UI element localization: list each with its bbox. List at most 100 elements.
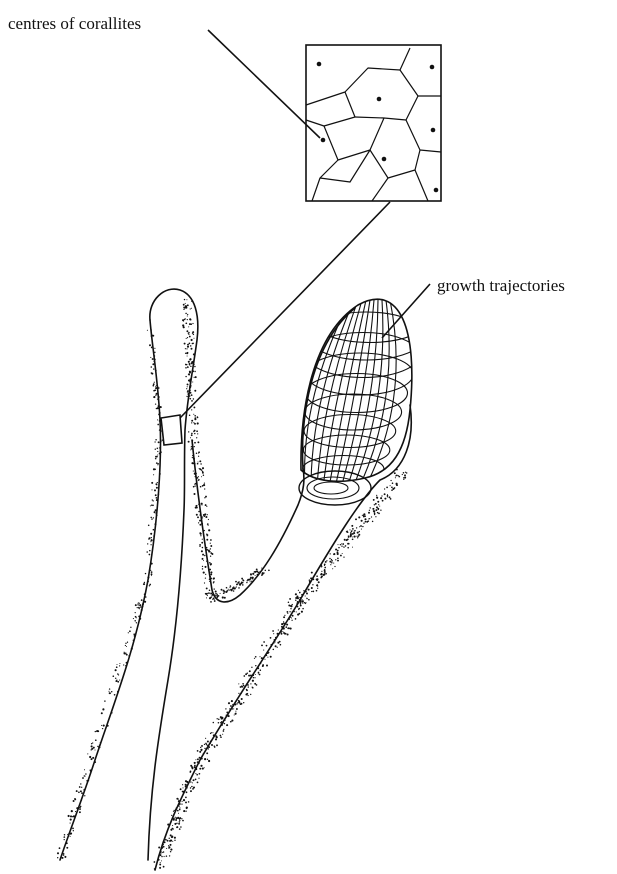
stipple-dot <box>287 628 289 630</box>
stipple-dot <box>340 555 342 557</box>
stipple-dot <box>194 390 196 392</box>
stipple-dot <box>192 370 194 372</box>
corallite-centre <box>377 97 382 102</box>
stipple-dot <box>195 507 197 509</box>
stipple-dot <box>204 482 205 483</box>
sample-area-marker <box>161 415 182 445</box>
stipple-dot <box>216 595 217 596</box>
stipple-dot <box>324 563 326 565</box>
stipple-dot <box>130 627 131 628</box>
stipple-dot <box>368 518 369 519</box>
stipple-dot <box>295 593 297 595</box>
stipple-dot <box>292 615 294 617</box>
stipple-dot <box>320 564 322 566</box>
corallites-label: centres of corallites <box>8 14 141 34</box>
stipple-dot <box>152 363 154 365</box>
stipple-dot <box>109 692 111 694</box>
stipple-dot <box>194 765 196 767</box>
stipple-dot <box>211 744 213 746</box>
stipple-dot <box>163 866 165 868</box>
stipple-dot <box>403 478 404 479</box>
stipple-dot <box>126 646 127 647</box>
stipple-dot <box>176 826 178 828</box>
stipple-dot <box>202 471 204 473</box>
stipple-dot <box>154 358 156 360</box>
stipple-dot <box>208 760 210 762</box>
stipple-dot <box>291 620 292 621</box>
stipple-dot <box>166 855 168 857</box>
stipple-dot <box>187 337 188 338</box>
stipple-dot <box>157 448 159 450</box>
stipple-dot <box>99 745 100 746</box>
stipple-dot <box>377 512 379 514</box>
stipple-dot <box>64 834 66 836</box>
stipple-dot <box>313 579 315 581</box>
stipple-dot <box>194 415 196 417</box>
stipple-dot <box>305 591 307 593</box>
stipple-dot <box>183 799 185 801</box>
stipple-dot <box>302 608 304 610</box>
stipple-dot <box>337 553 339 555</box>
stipple-dot <box>202 558 204 560</box>
stipple-dot <box>261 657 263 659</box>
stipple-dot <box>359 531 360 532</box>
stipple-dot <box>281 631 283 633</box>
stipple-dot <box>406 472 407 473</box>
stipple-dot <box>155 386 156 387</box>
stipple-dot <box>112 675 114 677</box>
stipple-dot <box>152 358 154 360</box>
stipple-dot <box>265 570 266 571</box>
stipple-dot <box>338 547 340 549</box>
stipple-dot <box>233 586 234 587</box>
stipple-dot <box>379 506 380 507</box>
stipple-dot <box>72 828 74 830</box>
stipple-dot <box>316 578 318 580</box>
stipple-dot <box>203 514 205 516</box>
stipple-dot <box>281 626 283 628</box>
stipple-dot <box>223 729 224 730</box>
stipple-dot <box>67 834 68 835</box>
stipple-dot <box>235 713 237 715</box>
stipple-dot <box>197 516 199 518</box>
stipple-dot <box>386 487 388 489</box>
stipple-dot <box>248 675 250 677</box>
stipple-dot <box>202 467 204 469</box>
stipple-dot <box>262 573 264 575</box>
stipple-dot <box>231 720 233 722</box>
stipple-dot <box>266 652 268 654</box>
stipple-dot <box>286 624 288 626</box>
stipple-dot <box>186 807 188 809</box>
stipple-dot <box>210 592 212 594</box>
stipple-dot <box>396 469 398 471</box>
stipple-dot <box>306 593 308 595</box>
stipple-dot <box>194 463 195 464</box>
stipple-dot <box>329 558 331 560</box>
stipple-dot <box>187 344 189 346</box>
stipple-dot <box>242 579 243 580</box>
stipple-dot <box>218 722 220 724</box>
stipple-dot <box>210 563 212 565</box>
stipple-dot <box>210 539 212 541</box>
stipple-dot <box>139 618 141 620</box>
stipple-dot <box>191 375 192 376</box>
stipple-dot <box>158 859 160 861</box>
stipple-dot <box>242 584 244 586</box>
stipple-dot <box>70 836 71 837</box>
stipple-dot <box>158 392 159 393</box>
stipple-dot <box>159 447 160 448</box>
stipple-dot <box>275 645 277 647</box>
stipple-dot <box>195 376 197 378</box>
stipple-dot <box>208 592 210 594</box>
stipple-dot <box>90 769 92 771</box>
stipple-dot <box>94 761 96 763</box>
stipple-dot <box>261 569 263 571</box>
stipple-dot <box>155 439 157 441</box>
stipple-dot <box>76 790 78 792</box>
stipple-dot <box>79 811 81 813</box>
stipple-dot <box>154 348 155 349</box>
stipple-dot <box>84 775 85 776</box>
stipple-dot <box>190 398 192 400</box>
stipple-dot <box>182 791 183 792</box>
stipple-dot <box>154 868 156 870</box>
stipple-dot <box>363 522 364 523</box>
